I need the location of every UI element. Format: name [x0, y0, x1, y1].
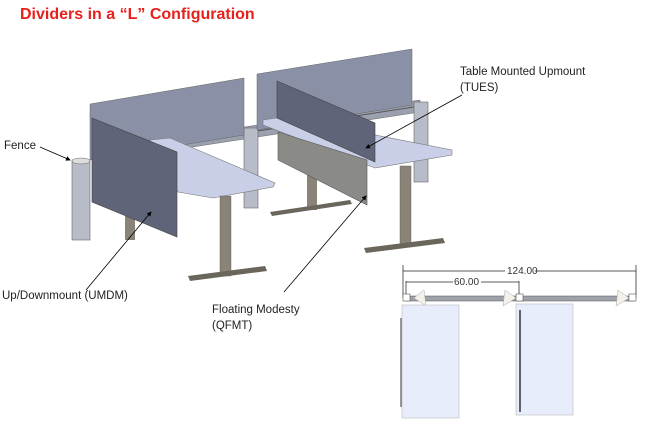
desk-top-left [149, 137, 276, 199]
qfmt-arrow [283, 195, 367, 293]
qfmt-label: Floating Modesty (QFMT) [212, 302, 300, 334]
tues-label-line1: Table Mounted Upmount [460, 66, 586, 78]
qfmt-modesty-panel [277, 131, 368, 206]
desk-leg [188, 195, 267, 281]
qfmt-label-line1: Floating Modesty [212, 304, 300, 316]
tues-label: Table Mounted Upmount (TUES) [460, 64, 585, 96]
plan-view-drawing: 124.00 60.00 [400, 265, 637, 419]
fence-arrow [39, 146, 71, 161]
page-title: Dividers in a “L” Configuration [20, 6, 255, 23]
umdm-label: Up/Downmount (UMDM) [2, 290, 128, 302]
tues-divider [276, 80, 376, 163]
tues-arrow [365, 94, 463, 149]
umdm-arrow [85, 211, 152, 291]
overall-dimension: 124.00 [507, 266, 538, 277]
qfmt-label-line2: (QFMT) [212, 320, 253, 332]
umdm-divider [91, 117, 178, 238]
tues-label-line2: (TUES) [460, 82, 499, 94]
desk-leg [364, 165, 445, 253]
section-dimension: 60.00 [454, 277, 479, 288]
fence-label: Fence [4, 140, 36, 152]
